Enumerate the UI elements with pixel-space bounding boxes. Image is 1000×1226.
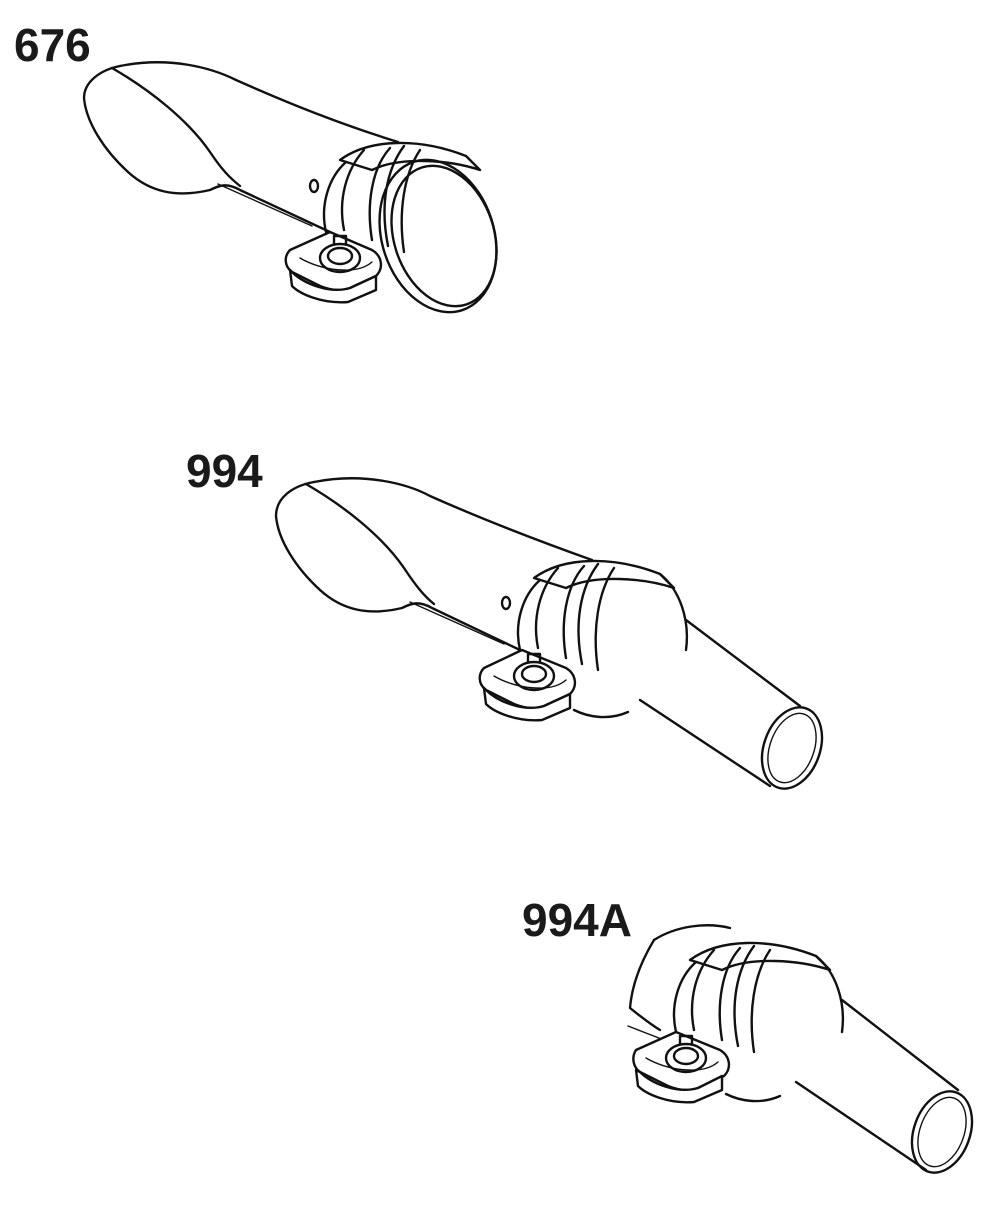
clamp-and-tail-pipe-icon — [627, 924, 974, 1174]
deflector-with-clamp-icon — [82, 61, 498, 314]
part-number-label: 676 — [14, 19, 91, 71]
deflector-with-clamp-and-tail-pipe-icon — [274, 477, 824, 790]
part-number-label: 994 — [186, 445, 263, 497]
part-number-label: 994A — [522, 894, 632, 946]
